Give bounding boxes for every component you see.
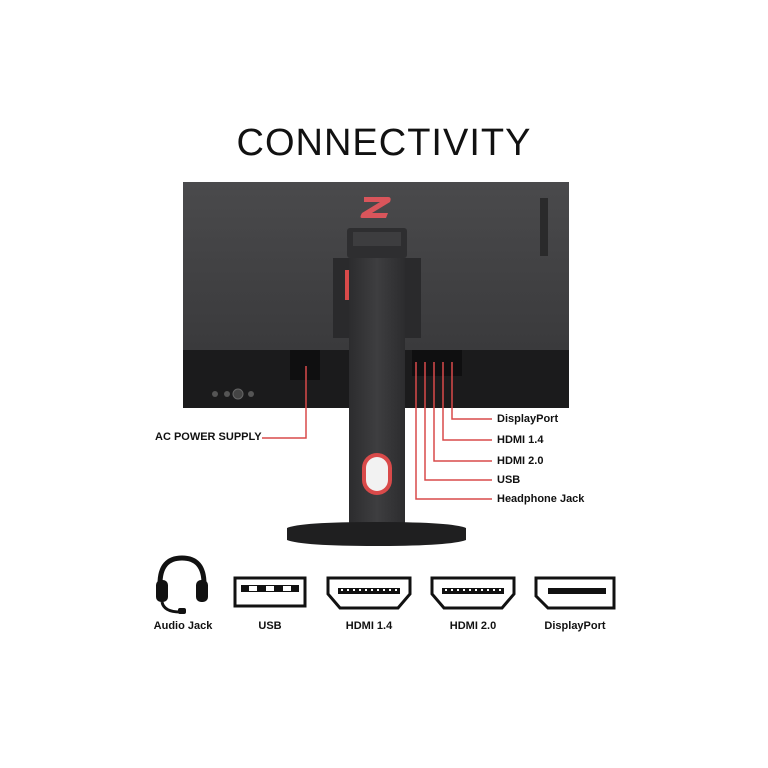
hdmi-icon [430,576,516,610]
icon-label-hdmi14: HDMI 1.4 [345,620,393,632]
zowie-logo [360,197,391,218]
icon-label-audio-jack: Audio Jack [153,620,213,632]
icon-label-hdmi20: HDMI 2.0 [449,620,497,632]
stand-base [287,522,466,546]
icon-label-usb: USB [258,620,282,632]
port-label-usb: USB [497,474,521,486]
page-title: CONNECTIVITY [236,122,532,164]
ac-power-label: AC POWER SUPPLY [155,431,262,443]
port-label-displayport: DisplayPort [497,413,559,425]
port-label-hdmi20: HDMI 2.0 [497,455,544,467]
headset-icon [156,555,208,614]
port-label-hdmi14: HDMI 1.4 [497,434,544,446]
displayport-icon [534,576,616,610]
usb-icon [233,576,307,608]
port-label-headphone: Headphone Jack [497,493,585,505]
hdmi-icon [326,576,412,610]
icon-label-displayport: DisplayPort [544,620,606,632]
